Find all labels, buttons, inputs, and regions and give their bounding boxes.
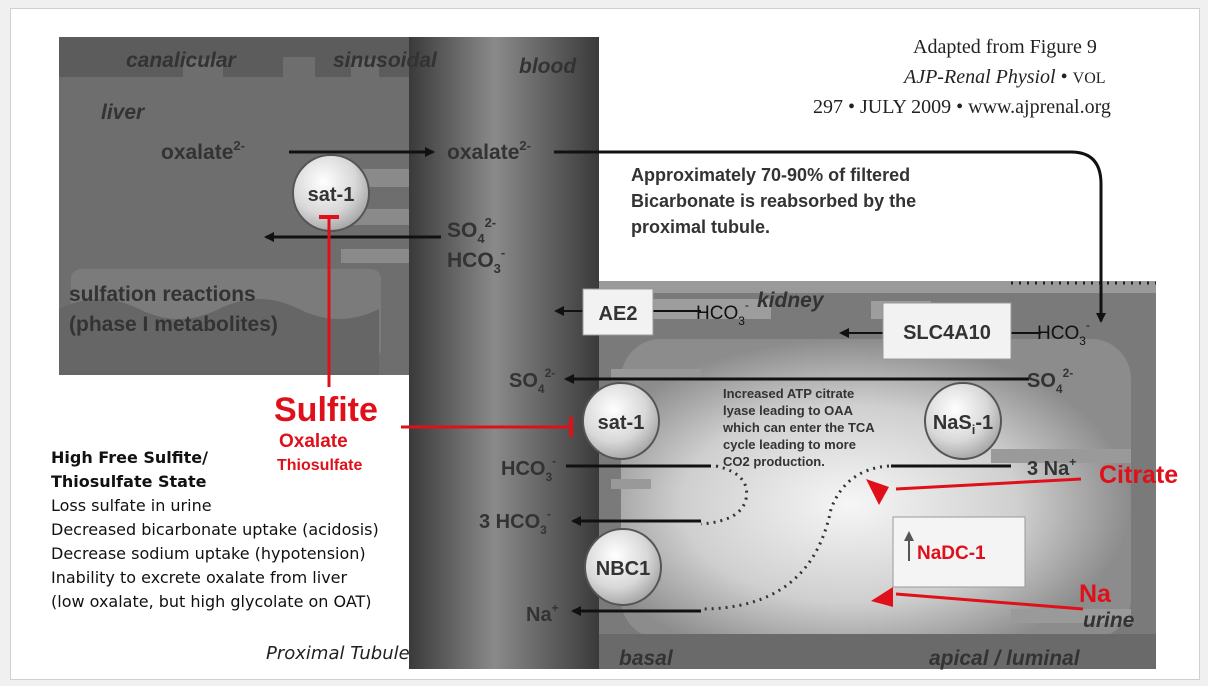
citrate-line [895,477,1082,491]
red-arrow-down [871,587,893,607]
notes-item: Loss sulfate in urine [51,496,212,515]
citrate-label: Citrate [1099,461,1178,489]
label-kidney: kidney [757,289,825,312]
nbc1-label: NBC1 [596,558,650,580]
blood-so4: SO42- [447,215,496,246]
dotted-path-na [700,464,890,611]
nasi1-label: NaSi-1 [933,412,993,437]
oxalate-label: Oxalate [279,431,348,452]
label-blood: blood [519,55,577,78]
na-line [895,592,1084,611]
slc4a10-label: SLC4A10 [903,322,991,344]
slc4a10-hco3: HCO3- [1037,318,1090,348]
citation-line2: AJP-Renal Physiol • VOL [902,66,1106,88]
atp-line3: which can enter the TCA [722,420,875,435]
blood-hco3: HCO3- [447,245,505,276]
citation-journal: AJP-Renal Physiol [902,66,1056,88]
diagram-frame: canalicular sinusoidal blood liver kidne… [10,8,1200,680]
sulfation-line2: (phase I metabolites) [69,313,278,336]
atp-line2: lyase leading to OAA [723,403,854,418]
arrow-oxalate-to-kidney [554,150,1106,323]
kidney-so4-right: SO42- [1027,366,1073,396]
nasi1-transporter [924,382,1002,460]
kidney-na: Na+ [526,601,559,626]
label-urine: urine [1083,609,1135,632]
kidney-hco3-left: HCO3- [501,454,556,484]
slc4a10-box [882,302,1012,360]
dotted-path-hco3 [700,464,749,526]
kidney-3hco3: 3 HCO3- [479,507,551,537]
sulfite-label: Sulfite [274,391,378,429]
label-proximal-tubule: Proximal Tubule [266,643,410,664]
ae2-label: AE2 [599,303,638,325]
sulfation-line1: sulfation reactions [69,283,256,306]
annotation-line3: proximal tubule. [631,217,770,237]
blood-oxalate: oxalate2- [447,138,531,164]
nadc1-label: NaDC-1 [917,543,986,564]
liver-oxalate-left: oxalate2- [161,138,245,164]
notes-item: (low oxalate, but high glycolate on OAT) [51,592,372,611]
nbc1-transporter [584,528,662,606]
kidney-so4-left: SO42- [509,366,555,396]
label-basal: basal [619,647,674,670]
thiosulfate-label: Thiosulfate [277,457,362,474]
atp-line1: Increased ATP citrate [723,386,854,401]
kidney-3na: 3 Na+ [1027,455,1076,480]
atp-line5: CO2 production. [723,454,825,469]
notes-item: Decreased bicarbonate uptake (acidosis) [51,520,379,539]
label-canalicular: canalicular [126,49,238,72]
notes-heading2: Thiosulfate State [51,472,207,491]
nadc1-up-arrowhead [904,531,914,541]
blood-vessel [409,37,599,669]
citation-line3: 297 • JULY 2009 • www.ajprenal.org [813,96,1111,118]
kidney-sat1-label: sat-1 [598,412,645,434]
kidney-sat1-transporter [582,382,660,460]
red-arrow-up [866,479,889,505]
nadc1-box [892,516,1026,588]
citation-vol: VOL [1073,70,1106,87]
citation-line1: Adapted from Figure 9 [913,36,1097,58]
notes-heading1: High Free Sulfite/ [51,448,208,467]
annotation-line1: Approximately 70-90% of filtered [631,165,910,185]
notes-panel: High Free Sulfite/ Thiosulfate State Los… [51,446,411,614]
label-apical-luminal: apical / luminal [929,647,1081,670]
liver-sat1-label: sat-1 [308,184,355,206]
notes-item: Decrease sodium uptake (hypotension) [51,544,366,563]
annotation-line2: Bicarbonate is reabsorbed by the [631,191,916,211]
ae2-box [582,288,654,336]
ae2-hco3: HCO3- [696,298,749,328]
label-liver: liver [101,101,146,124]
atp-line4: cycle leading to more [723,437,856,452]
diagram-canvas: canalicular sinusoidal blood liver kidne… [59,36,1178,670]
liver-sat1-transporter [292,154,370,232]
label-sinusoidal: sinusoidal [333,49,438,72]
na-red-label: Na [1079,580,1112,608]
notes-item: Inability to excrete oxalate from liver [51,568,348,587]
